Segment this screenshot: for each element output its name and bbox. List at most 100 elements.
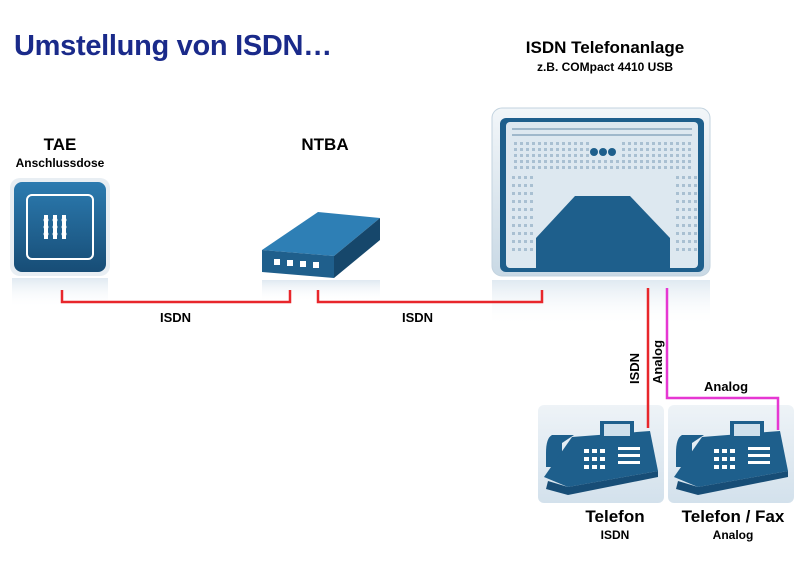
pbx-vent-dot <box>514 142 517 145</box>
pbx-vent-dot <box>688 160 691 163</box>
pbx-vent-dot <box>676 232 679 235</box>
pbx-vent-dot <box>682 154 685 157</box>
pbx-vent-dot <box>514 160 517 163</box>
pbx-vent-dot <box>682 232 685 235</box>
pbx-vent-dot <box>568 154 571 157</box>
pbx-vent-dot <box>538 166 541 169</box>
pbx-vent-dot <box>526 148 529 151</box>
pbx-vent-dot <box>544 142 547 145</box>
tae-socket-icon <box>10 178 110 308</box>
pbx-vent-dot <box>518 216 521 219</box>
pbx-vent-dot <box>538 160 541 163</box>
pbx-vent-dot <box>670 142 673 145</box>
pbx-vent-dot <box>518 232 521 235</box>
pbx-vent-dot <box>514 154 517 157</box>
pbx-vent-dot <box>676 192 679 195</box>
phone2-label: Telefon / Fax <box>681 507 785 526</box>
pbx-vent-dot <box>688 192 691 195</box>
pbx-vent-dot <box>524 192 527 195</box>
pbx-vent-dot <box>640 148 643 151</box>
ntba-pbx-link-label: ISDN <box>402 310 434 325</box>
pbx-vent-dot <box>676 240 679 243</box>
pbx-vent-dot <box>682 166 685 169</box>
pbx-vent-dot <box>520 148 523 151</box>
pbx-vent-dot <box>524 248 527 251</box>
pbx-vent-dot <box>676 148 679 151</box>
pbx-vent-dot <box>682 216 685 219</box>
pbx-vent-dot <box>592 160 595 163</box>
pbx-vent-dot <box>682 148 685 151</box>
pbx-device-icon <box>491 107 711 326</box>
pbx-vent-dot <box>682 248 685 251</box>
pbx-vent-dot <box>688 224 691 227</box>
pbx-vent-dot <box>670 154 673 157</box>
pbx-vent-dot <box>664 154 667 157</box>
pbx-sublabel: z.B. COMpact 4410 USB <box>536 60 674 74</box>
pbx-vent-dot <box>676 184 679 187</box>
pbx-vent-dot <box>530 232 533 235</box>
pbx-vent-dot <box>664 142 667 145</box>
pbx-vent-dot <box>658 154 661 157</box>
pbx-vent-dot <box>514 166 517 169</box>
pbx-vent-dot <box>688 176 691 179</box>
ntba-pbx-connection <box>316 290 544 304</box>
pbx-vent-dot <box>682 176 685 179</box>
pbx-vent-dot <box>524 240 527 243</box>
pbx-vent-dot <box>586 154 589 157</box>
pbx-vent-dot <box>676 142 679 145</box>
pbx-vent-dot <box>682 184 685 187</box>
pbx-vent-dot <box>640 154 643 157</box>
pbx-vent-dot <box>664 148 667 151</box>
pbx-vent-dot <box>514 148 517 151</box>
pbx-vent-dot <box>688 248 691 251</box>
pbx-vent-dot <box>568 160 571 163</box>
pbx-vent-dot <box>694 176 697 179</box>
pbx-vent-dot <box>622 154 625 157</box>
pbx-vent-dot <box>526 166 529 169</box>
pbx-vent-dot <box>694 248 697 251</box>
pbx-vent-dot <box>512 184 515 187</box>
pbx-vent-dot <box>556 160 559 163</box>
pbx-vent-dot <box>688 240 691 243</box>
pbx-vent-dot <box>556 142 559 145</box>
pbx-vent-dot <box>562 142 565 145</box>
pbx-vent-dot <box>658 142 661 145</box>
tae-sublabel: Anschlussdose <box>15 156 105 170</box>
pbx-vent-dot <box>518 200 521 203</box>
pbx-vent-dot <box>682 142 685 145</box>
pbx-vent-dot <box>512 240 515 243</box>
pbx-vent-dot <box>518 224 521 227</box>
pbx-vent-dot <box>520 166 523 169</box>
pbx-vent-dot <box>586 166 589 169</box>
telephone-fax-icon <box>674 421 788 495</box>
pbx-vent-dot <box>670 166 673 169</box>
pbx-vent-dot <box>634 154 637 157</box>
pbx-vent-dot <box>694 200 697 203</box>
pbx-vent-dot <box>524 224 527 227</box>
pbx-vent-dot <box>512 232 515 235</box>
pbx-vent-dot <box>664 166 667 169</box>
pbx-vent-dot <box>568 148 571 151</box>
pbx-vent-dot <box>646 166 649 169</box>
pbx-vent-dot <box>538 154 541 157</box>
pbx-vent-dot <box>676 224 679 227</box>
pbx-vent-dot <box>530 208 533 211</box>
pbx-vent-dot <box>694 208 697 211</box>
pbx-vent-dot <box>512 192 515 195</box>
telephone-icon <box>544 421 658 495</box>
pbx-vent-dot <box>688 142 691 145</box>
pbx-vent-dot <box>646 142 649 145</box>
pbx-vent-dot <box>682 192 685 195</box>
pbx-vent-dot <box>658 166 661 169</box>
pbx-vent-dot <box>622 160 625 163</box>
pbx-vent-dot <box>562 148 565 151</box>
pbx-vent-dot <box>670 148 673 151</box>
pbx-vent-dot <box>580 148 583 151</box>
pbx-vent-dot <box>574 142 577 145</box>
pbx-vent-dot <box>676 166 679 169</box>
pbx-vent-dot <box>688 166 691 169</box>
pbx-vent-dot <box>530 184 533 187</box>
pbx-vent-dot <box>676 160 679 163</box>
pbx-vent-dot <box>556 166 559 169</box>
pbx-vent-dot <box>688 232 691 235</box>
